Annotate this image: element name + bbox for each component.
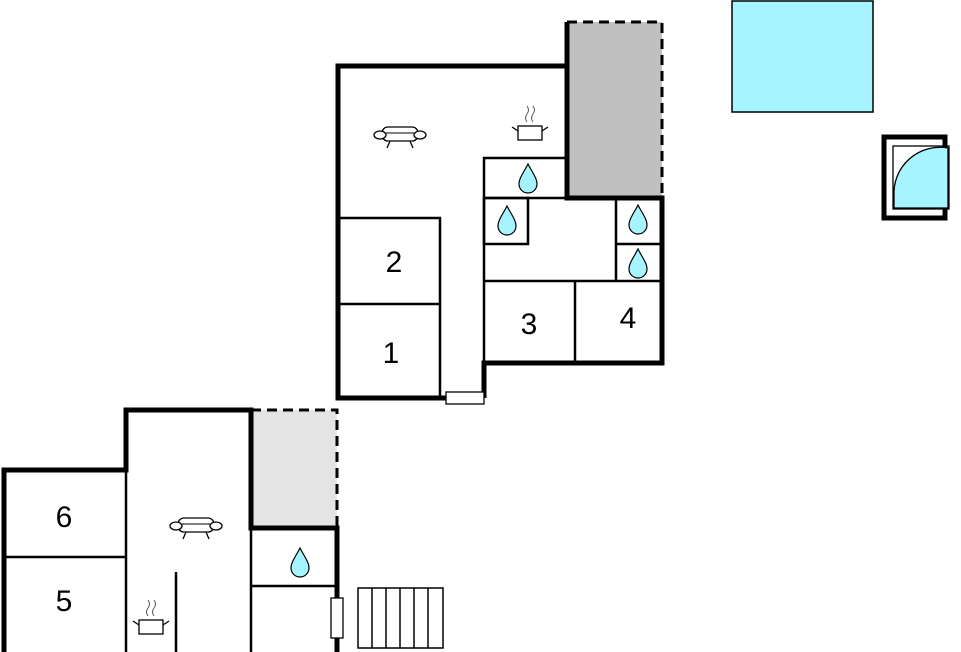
upper-outer-wall <box>335 22 570 401</box>
room-label-2: 2 <box>386 246 403 279</box>
cooking-pot-icon <box>511 105 549 141</box>
water-drop-icon <box>290 547 310 578</box>
water-drop-icon <box>628 248 648 279</box>
water-drop-icon <box>497 205 517 236</box>
sofa-icon <box>373 126 427 149</box>
room-label-4: 4 <box>620 302 637 335</box>
cooking-pot-icon <box>132 599 170 635</box>
lower-building: 6 5 <box>1 407 444 652</box>
water-drop-icon <box>628 204 648 235</box>
whirlpool-icon <box>893 146 949 209</box>
door-upper <box>445 391 485 405</box>
room-2-wall <box>338 216 442 398</box>
pool <box>731 0 874 113</box>
room-label-3: 3 <box>521 308 538 341</box>
bath-small-left <box>482 196 530 246</box>
water-drop-icon <box>518 163 538 194</box>
sofa-icon <box>169 517 223 540</box>
outdoor-water <box>731 0 950 221</box>
terrace-lower-dashed-border <box>251 408 339 526</box>
stairs-icon <box>357 587 444 649</box>
lower-outer-wall-main <box>1 407 340 652</box>
door-lower <box>330 597 344 639</box>
terrace-upper <box>567 22 662 198</box>
room-label-6: 6 <box>56 501 73 534</box>
room-label-1: 1 <box>383 337 400 370</box>
bath-block-wall <box>482 156 567 363</box>
terrace-lower <box>251 410 337 526</box>
terrace-upper-dashed-border <box>567 20 664 198</box>
upper-building: 2 1 3 4 <box>335 20 665 405</box>
room-label-5: 5 <box>56 585 73 618</box>
